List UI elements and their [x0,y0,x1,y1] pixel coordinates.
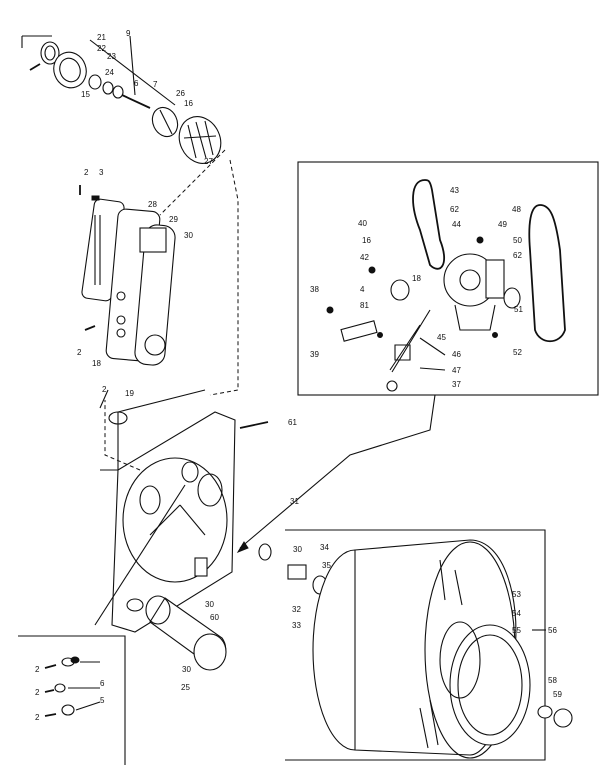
callout-18: 18 [92,359,101,368]
callout-24: 24 [105,68,114,77]
callout-7: 7 [153,80,158,89]
callout-45: 45 [437,333,446,342]
callout-30: 30 [182,665,191,674]
hardware-inset-box [18,635,126,765]
callout-16: 16 [362,236,371,245]
callout-37: 37 [452,380,461,389]
callout-labels-hardware: 2 2 2 6 5 [35,665,105,722]
callout-19: 19 [125,389,134,398]
guide-line-2 [159,149,226,216]
callout-61: 61 [288,418,297,427]
callout-16: 16 [184,99,193,108]
callout-60: 60 [210,613,219,622]
callout-55: 55 [512,626,521,635]
callout-27: 27 [204,157,213,166]
drum-assembly [312,539,573,759]
callout-46: 46 [452,350,461,359]
callout-31: 31 [290,497,299,506]
callout-30: 30 [184,231,193,240]
callout-4: 4 [360,285,365,294]
callout-2: 2 [84,168,89,177]
motor-inset-box [297,161,599,396]
callout-34: 34 [320,543,329,552]
callout-47: 47 [452,366,461,375]
callout-32: 32 [292,605,301,614]
callout-labels-inset: 43 62 44 48 40 16 49 50 42 62 18 38 4 81… [310,186,523,389]
callout-40: 40 [358,219,367,228]
callout-53: 53 [512,590,521,599]
drum-inset-box [285,529,546,761]
leader [99,389,109,409]
callout-54: 54 [512,609,521,618]
callout-6: 6 [134,79,139,88]
arrow-to-inset [94,484,186,626]
blower-housing [79,185,176,366]
arrow-motor-to-panel [239,394,436,549]
callout-59: 59 [553,690,562,699]
callout-22: 22 [97,44,106,53]
callout-25: 25 [181,683,190,692]
callout-51: 51 [514,305,523,314]
callout-30: 30 [293,545,302,554]
callout-35: 35 [322,561,331,570]
callout-15: 15 [81,90,90,99]
callout-33: 33 [292,621,301,630]
callout-39: 39 [310,350,319,359]
callout-56: 56 [548,626,557,635]
callout-48: 48 [512,205,521,214]
callout-labels-top: 21 22 23 9 24 6 7 15 26 16 27 [81,29,213,166]
callout-30: 30 [205,600,214,609]
callout-42: 42 [360,253,369,262]
callout-38: 38 [310,285,319,294]
callout-49: 49 [498,220,507,229]
callout-21: 21 [97,33,106,42]
callout-2: 2 [102,385,107,394]
callout-26: 26 [176,89,185,98]
bearing-31 [258,543,272,561]
callout-9: 9 [126,29,131,38]
callout-52: 52 [513,348,522,357]
callout-labels-left: 2 3 28 29 30 2 18 2 19 61 [77,168,297,427]
bracket-32 [287,564,307,580]
guide-line-1 [209,159,239,396]
callout-labels-drum: 53 54 55 56 58 59 [512,590,562,699]
drive-motor [145,557,227,671]
arrowhead [236,541,249,554]
callout-5: 5 [100,696,105,705]
screw-61 [239,421,269,429]
callout-58: 58 [548,676,557,685]
callout-28: 28 [148,200,157,209]
callout-3: 3 [99,168,104,177]
callout-2: 2 [35,665,40,674]
callout-labels-center: 31 30 34 35 32 33 30 60 30 25 [181,497,331,692]
callout-6: 6 [100,679,105,688]
callout-44: 44 [452,220,461,229]
callout-29: 29 [169,215,178,224]
hardware-parts [44,656,101,717]
callout-23: 23 [107,52,116,61]
callout-62: 62 [450,205,459,214]
guide-line-3 [104,400,141,471]
callout-43: 43 [450,186,459,195]
callout-2: 2 [35,688,40,697]
callout-81: 81 [360,301,369,310]
callout-62: 62 [513,251,522,260]
motor-pulley-assembly [21,35,222,164]
rear-bulkhead [100,389,236,633]
callout-18: 18 [412,274,421,283]
callout-50: 50 [513,236,522,245]
motor-inset-parts [326,179,566,392]
callout-2: 2 [35,713,40,722]
callout-2: 2 [77,348,82,357]
